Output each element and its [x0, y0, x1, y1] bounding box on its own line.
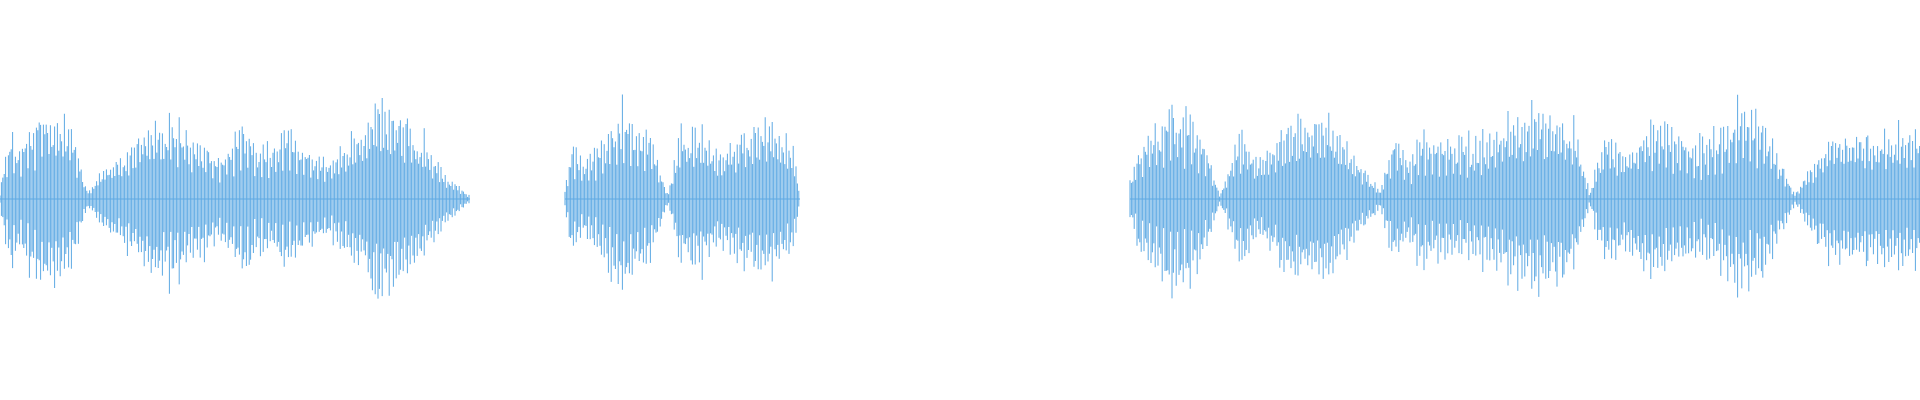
waveform-lines: [0, 94, 1920, 299]
